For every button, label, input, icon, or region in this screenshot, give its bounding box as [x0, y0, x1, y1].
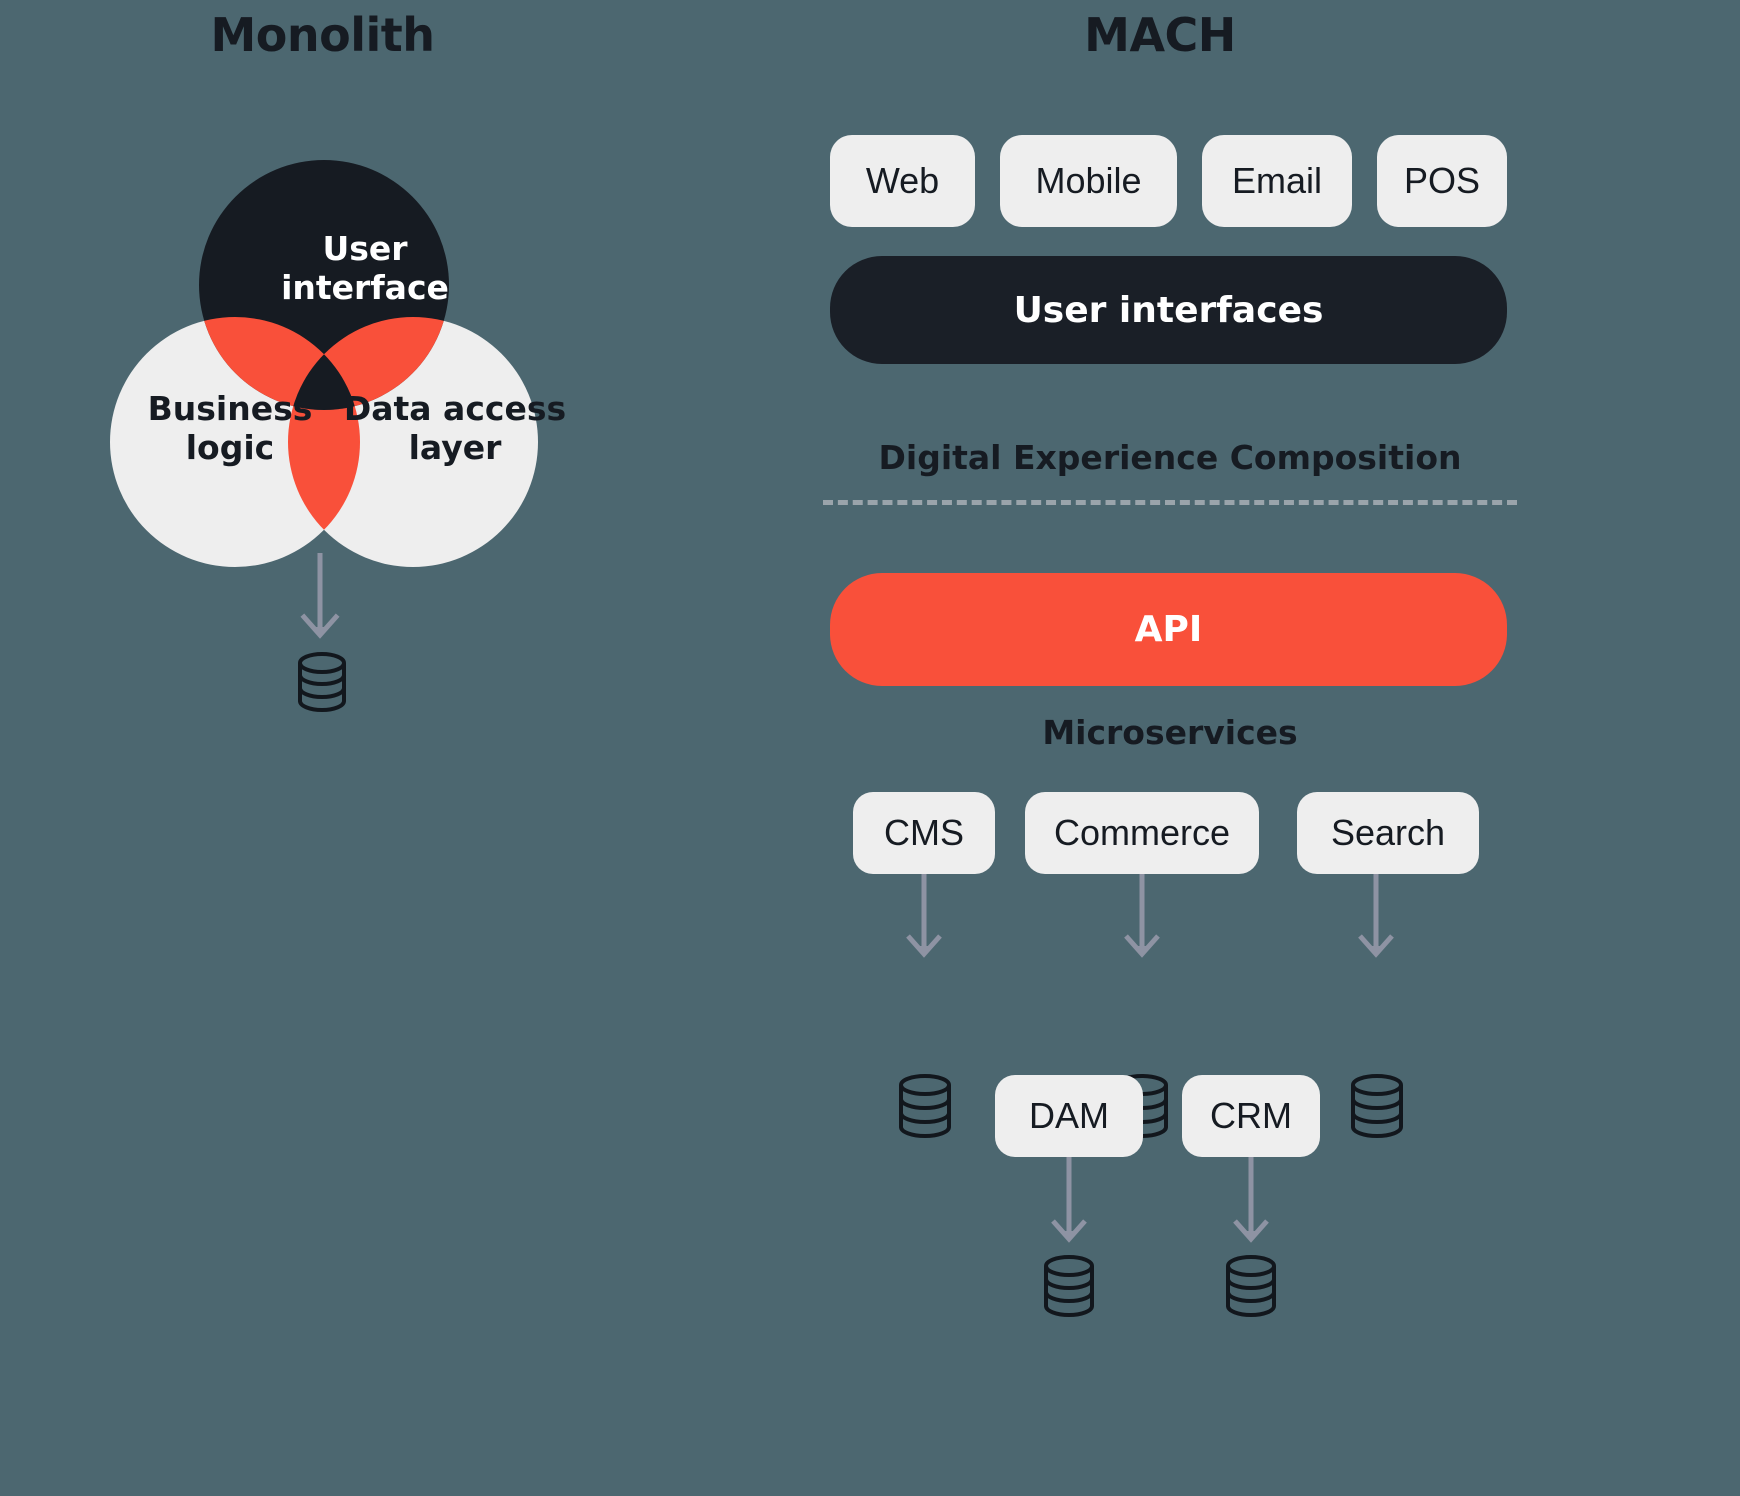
- channel-pill-pos[interactable]: POS: [1377, 135, 1507, 227]
- microservice-pill-label: CMS: [884, 812, 964, 853]
- venn-label-user-interface: User interface: [281, 229, 449, 307]
- api-bar-label: API: [1134, 609, 1203, 650]
- microservice-pill-dam[interactable]: DAM: [995, 1075, 1143, 1157]
- digital-experience-composition-label: Digital Experience Composition: [878, 438, 1462, 477]
- venn-overlap-ui-dal: [288, 317, 449, 410]
- venn-label-data-access-layer: Data access layer: [343, 389, 567, 467]
- microservice-pill-cms[interactable]: CMS: [853, 792, 995, 874]
- channel-pill-email[interactable]: Email: [1202, 135, 1352, 227]
- mach-architecture: Web Mobile Email POS User interfaces Dig…: [820, 0, 1520, 1496]
- arrow-down-icon-cms: [900, 874, 948, 967]
- microservice-pill-label: CRM: [1210, 1095, 1292, 1136]
- monolith-venn-diagram: User interface Business logic Data acces…: [60, 130, 620, 570]
- database-cylinder-icon-search: [1347, 1072, 1407, 1145]
- microservice-pill-commerce[interactable]: Commerce: [1025, 792, 1259, 874]
- channel-pill-mobile[interactable]: Mobile: [1000, 135, 1177, 227]
- user-interfaces-bar-label: User interfaces: [1013, 289, 1324, 331]
- api-bar[interactable]: API: [830, 573, 1507, 686]
- channel-pill-label: POS: [1403, 160, 1481, 201]
- microservice-pill-label: DAM: [1029, 1095, 1109, 1136]
- monolith-title: Monolith: [210, 8, 435, 62]
- microservice-pill-label: Search: [1330, 812, 1446, 853]
- user-interfaces-bar[interactable]: User interfaces: [830, 256, 1507, 364]
- arrow-down-icon-search: [1352, 874, 1400, 967]
- database-cylinder-icon-dam: [1040, 1253, 1098, 1324]
- venn-label-business-logic: Business logic: [147, 389, 313, 467]
- venn-overlap-ui-bl: [199, 317, 360, 410]
- arrow-down-icon-dam: [1045, 1157, 1093, 1252]
- mach-title: MACH: [1084, 8, 1236, 62]
- arrow-down-icon-crm: [1227, 1157, 1275, 1252]
- database-cylinder-icon-crm: [1222, 1253, 1280, 1324]
- composition-divider: [823, 500, 1517, 505]
- arrow-down-icon-commerce: [1118, 874, 1166, 967]
- database-cylinder-icon-monolith: [294, 650, 350, 719]
- microservices-label: Microservices: [1042, 713, 1298, 752]
- microservice-pill-search[interactable]: Search: [1297, 792, 1479, 874]
- channel-pill-label: Email: [1231, 160, 1323, 201]
- arrow-down-icon-monolith: [295, 553, 345, 648]
- microservice-pill-label: Commerce: [1053, 812, 1231, 853]
- channel-pill-web[interactable]: Web: [830, 135, 975, 227]
- database-cylinder-icon-cms: [895, 1072, 955, 1145]
- channel-pill-label: Web: [865, 160, 940, 201]
- microservice-pill-crm[interactable]: CRM: [1182, 1075, 1320, 1157]
- channel-pill-label: Mobile: [1035, 160, 1142, 201]
